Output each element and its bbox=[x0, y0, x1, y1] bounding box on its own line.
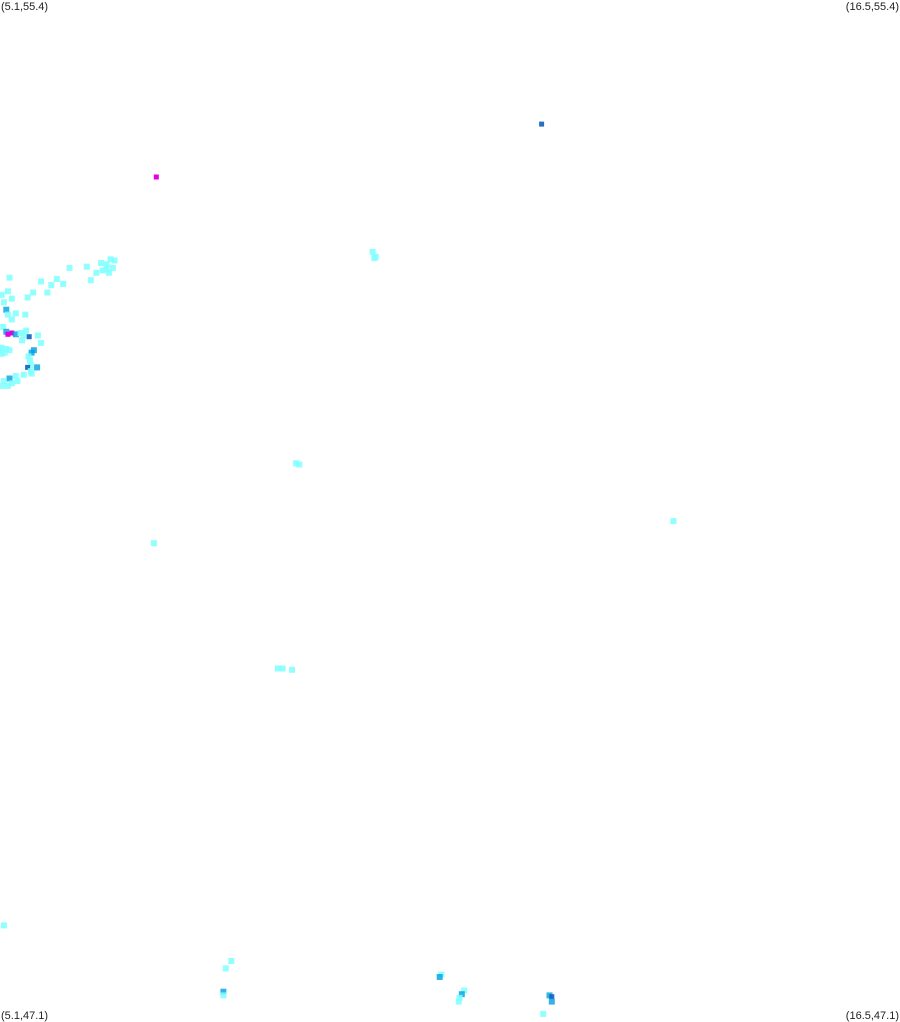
map-point bbox=[670, 518, 677, 525]
map-point bbox=[109, 264, 116, 271]
corner-label-bottom-left: (5.1,47.1) bbox=[1, 1010, 49, 1022]
map-point bbox=[8, 380, 15, 387]
map-point bbox=[111, 257, 118, 264]
map-point bbox=[548, 998, 555, 1005]
points-layer bbox=[0, 121, 677, 1017]
map-point bbox=[98, 260, 105, 266]
map-point bbox=[455, 998, 462, 1005]
map-point bbox=[228, 958, 235, 964]
map-point bbox=[12, 373, 19, 379]
map-point bbox=[1, 349, 8, 356]
map-point bbox=[28, 349, 35, 356]
map-point bbox=[0, 323, 7, 330]
map-point bbox=[274, 665, 281, 672]
map-point bbox=[458, 991, 465, 998]
map-point bbox=[3, 346, 10, 352]
map-point bbox=[549, 994, 555, 1000]
map-point bbox=[99, 267, 106, 274]
map-point bbox=[25, 364, 31, 370]
map-point bbox=[456, 994, 463, 1001]
map-point bbox=[0, 291, 5, 298]
map-point bbox=[4, 288, 11, 295]
map-point bbox=[103, 261, 110, 268]
map-point bbox=[48, 282, 55, 289]
map-point bbox=[23, 327, 30, 334]
map-point bbox=[289, 666, 296, 673]
map-point bbox=[293, 460, 300, 467]
map-point bbox=[34, 332, 41, 339]
map-point bbox=[4, 382, 11, 389]
map-point bbox=[436, 974, 443, 980]
map-point bbox=[8, 316, 15, 323]
map-point bbox=[150, 540, 157, 547]
map-point bbox=[6, 274, 13, 281]
map-point bbox=[22, 311, 29, 318]
map-point bbox=[107, 256, 114, 263]
map-point bbox=[93, 269, 100, 276]
map-point bbox=[38, 278, 45, 285]
map-point bbox=[540, 1010, 547, 1017]
map-point bbox=[0, 346, 3, 352]
map-point bbox=[539, 121, 545, 127]
map-point bbox=[30, 289, 37, 296]
map-point bbox=[371, 255, 378, 262]
map-point bbox=[14, 378, 21, 384]
map-point bbox=[105, 269, 112, 276]
corner-label-bottom-right: (16.5,47.1) bbox=[845, 1010, 899, 1022]
map-point bbox=[461, 987, 468, 994]
map-point bbox=[296, 461, 303, 468]
map-point bbox=[26, 334, 32, 340]
map-point bbox=[0, 922, 7, 929]
map-point bbox=[20, 371, 27, 378]
map-point bbox=[27, 362, 34, 368]
map-point bbox=[19, 337, 26, 344]
map-point bbox=[220, 992, 227, 999]
map-point bbox=[4, 311, 11, 318]
map-point bbox=[279, 665, 286, 672]
map-point bbox=[44, 289, 51, 296]
map-point bbox=[3, 306, 10, 313]
map-point bbox=[60, 280, 67, 287]
map-point bbox=[27, 357, 33, 364]
map-point bbox=[103, 266, 110, 273]
map-point bbox=[25, 353, 32, 360]
map-point bbox=[38, 339, 45, 346]
map-point bbox=[12, 310, 19, 317]
map-point bbox=[8, 295, 15, 302]
map-point bbox=[0, 350, 5, 357]
map-point bbox=[222, 965, 229, 972]
map-point bbox=[53, 276, 60, 282]
map-point bbox=[5, 331, 11, 337]
map-point bbox=[83, 263, 90, 270]
map-point bbox=[66, 264, 73, 271]
map-point bbox=[17, 330, 24, 336]
map-point bbox=[6, 347, 13, 354]
map-point bbox=[0, 299, 7, 306]
map-point bbox=[34, 364, 41, 371]
map-point bbox=[24, 294, 31, 301]
map-point bbox=[28, 370, 35, 377]
map-point bbox=[153, 174, 159, 180]
map-point bbox=[12, 331, 19, 338]
corner-label-top-left: (5.1,55.4) bbox=[1, 1, 49, 13]
map-point bbox=[0, 382, 6, 389]
map-point bbox=[20, 332, 27, 339]
corner-label-top-right: (16.5,55.4) bbox=[845, 1, 899, 13]
map-point bbox=[87, 277, 94, 284]
map-point bbox=[0, 378, 7, 384]
map-point bbox=[220, 988, 227, 995]
map-point bbox=[369, 248, 376, 255]
map-point bbox=[6, 375, 13, 382]
map-point bbox=[9, 330, 15, 336]
